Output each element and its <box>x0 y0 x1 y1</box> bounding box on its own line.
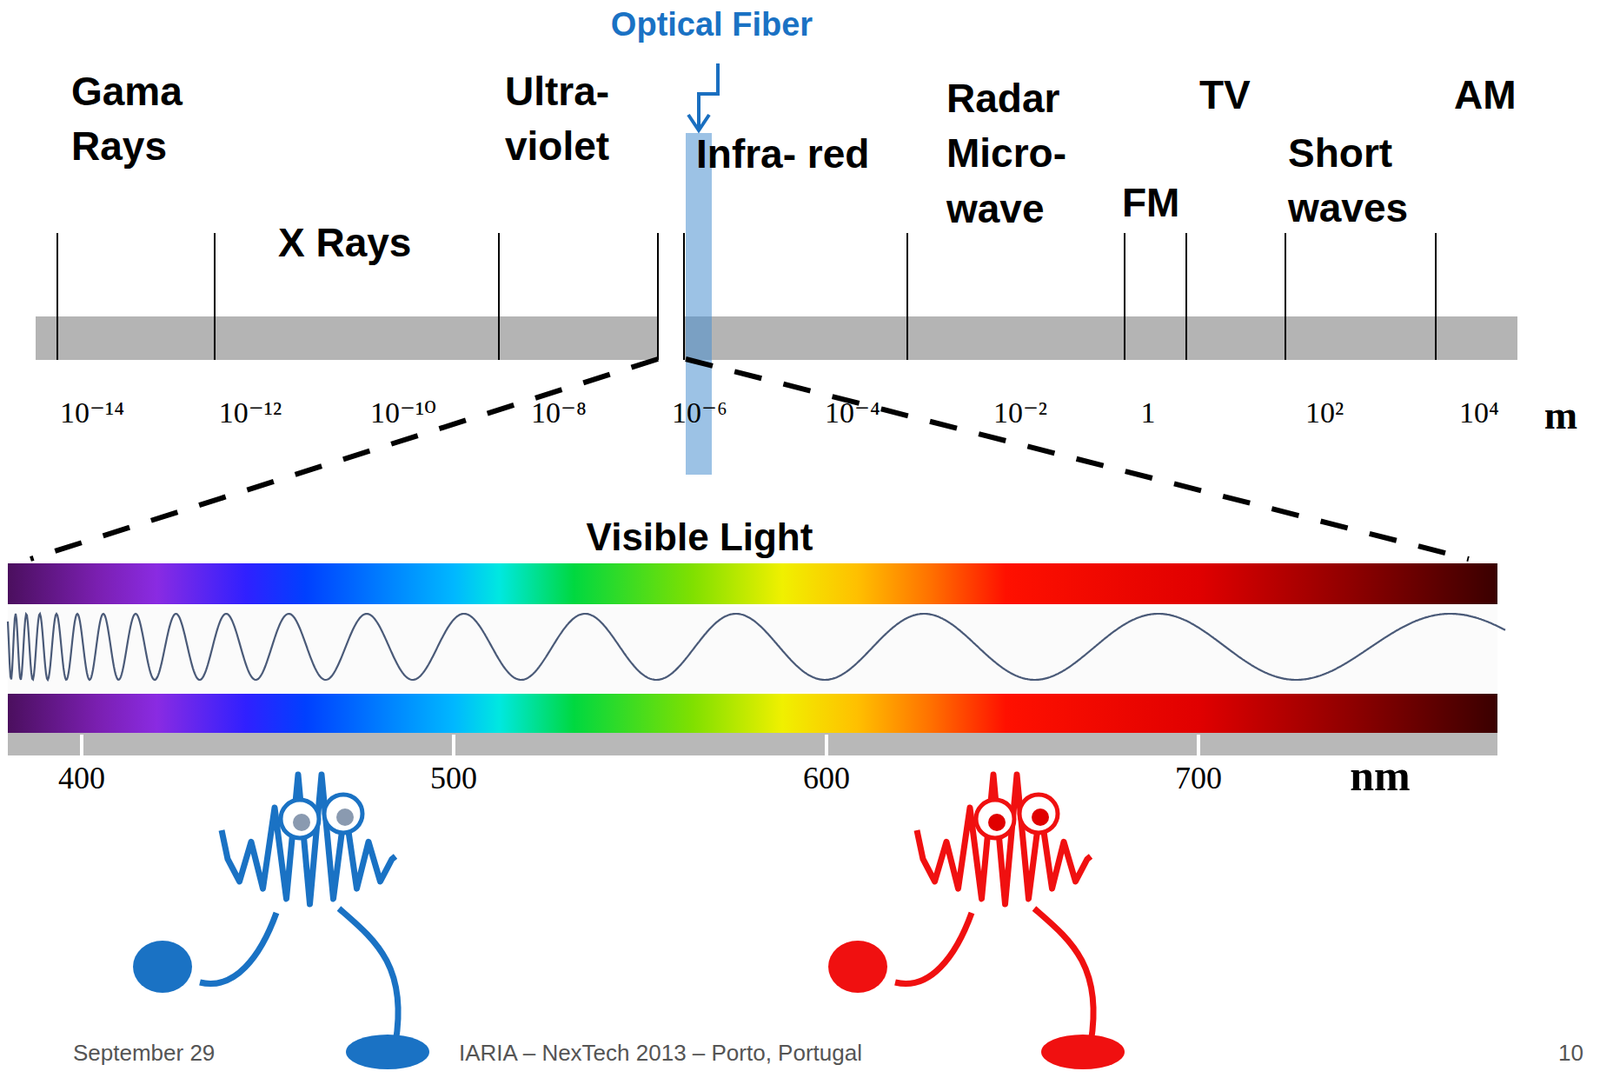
scale-value: 10² <box>1305 395 1344 432</box>
wave-mascot <box>132 774 430 1069</box>
scale-value: 10⁻¹⁴ <box>59 395 125 432</box>
nm-ticks <box>81 734 1199 756</box>
band-label: AM <box>1453 71 1517 120</box>
scale-value: 400 <box>58 759 106 797</box>
arrow-head <box>688 114 710 131</box>
nm-scale <box>7 732 1498 756</box>
wave-mascot <box>828 774 1125 1069</box>
fiber-label: Optical Fiber <box>610 5 813 46</box>
page-number: 10 <box>1558 1039 1584 1067</box>
band-label: Ultra- violet <box>504 64 610 175</box>
chirp-wave <box>7 613 1506 680</box>
scale-value: 500 <box>430 759 478 797</box>
band-label: Infra- red <box>696 130 870 179</box>
section-title: Visible Light <box>586 514 814 561</box>
scale-value: 1 <box>1141 395 1156 432</box>
scale-value: 10⁻¹² <box>219 395 282 432</box>
band-label: Gama Rays <box>71 64 183 175</box>
unit-label: nm <box>1349 749 1410 802</box>
spectrum-bar <box>35 316 658 360</box>
footer-date: September 29 <box>73 1039 215 1067</box>
unit-label: m <box>1544 391 1578 439</box>
fiber-band <box>685 316 712 360</box>
spectrum-bar <box>683 316 1518 360</box>
scale-value: 10⁻⁴ <box>824 395 881 432</box>
band-label: FM <box>1121 179 1180 227</box>
scale-value: 700 <box>1175 759 1222 797</box>
scale-value: 600 <box>803 759 850 797</box>
band-label: Short waves <box>1287 126 1408 237</box>
scale-value: 10⁻⁸ <box>531 395 587 432</box>
band-label: TV <box>1199 71 1251 120</box>
visible-spectrum <box>7 693 1498 733</box>
scale-value: 10⁻² <box>993 395 1048 432</box>
scale-value: 10⁻⁶ <box>671 395 728 432</box>
scale-value: 10⁻¹⁰ <box>370 395 437 432</box>
band-label: Radar Micro- wave <box>946 71 1067 237</box>
scale-value: 10⁴ <box>1459 395 1500 432</box>
footer-title: IARIA – NexTech 2013 – Porto, Portugal <box>458 1039 863 1067</box>
tick-lines <box>57 232 1436 360</box>
band-label: X Rays <box>278 219 412 267</box>
visible-spectrum <box>7 563 1498 605</box>
